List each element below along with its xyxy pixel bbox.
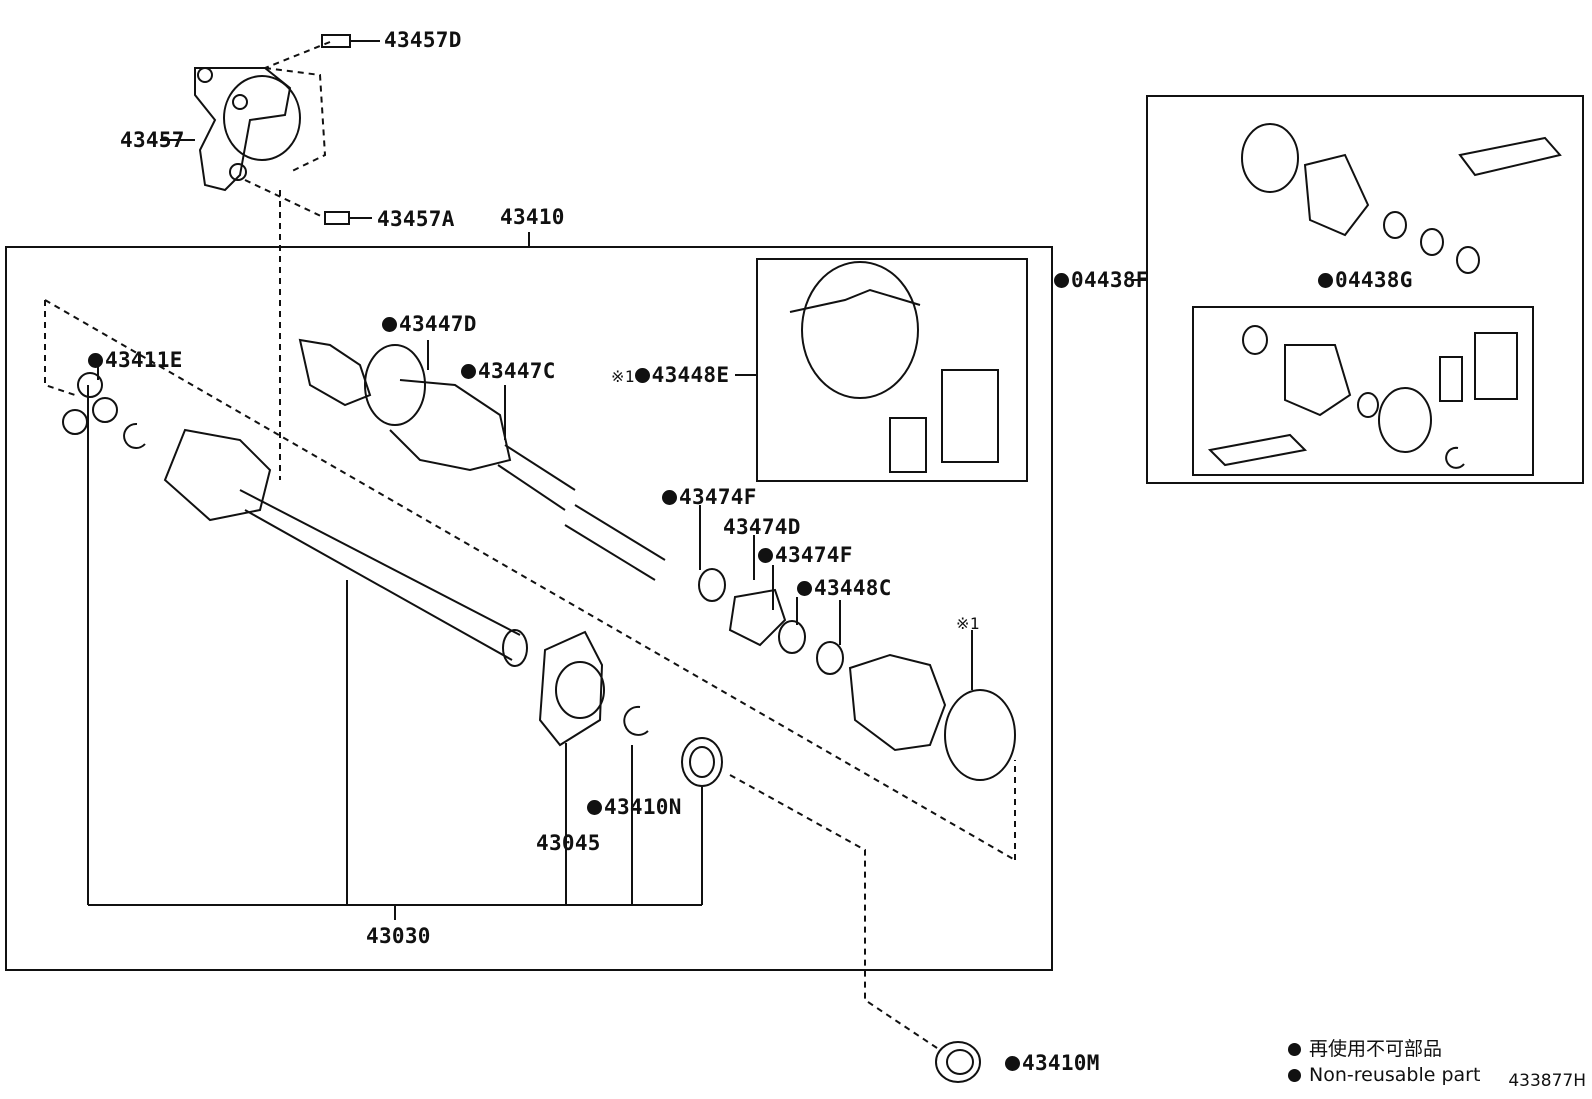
legend-dot	[1288, 1069, 1301, 1082]
label-43457: 43457	[120, 128, 185, 152]
label-43045: 43045	[536, 831, 601, 855]
non-reusable-dot	[634, 368, 650, 383]
label-43030: 43030	[366, 924, 431, 948]
label-43474F-lower: 43474F	[758, 545, 853, 566]
boot-kit-frame-04438G	[1192, 306, 1534, 476]
label-43457D: 43457D	[384, 28, 462, 52]
boot-kit-frame-04438F	[1146, 95, 1584, 484]
label-43457A: 43457A	[377, 207, 455, 231]
non-reusable-dot	[1318, 273, 1333, 288]
label-04438G: 04438G	[1318, 270, 1413, 291]
label-43411E: 43411E	[88, 350, 183, 371]
non-reusable-dot	[461, 364, 476, 379]
legend-en: Non-reusable part	[1288, 1066, 1480, 1085]
non-reusable-dot	[88, 353, 103, 368]
clamp-kit-frame-43448E	[756, 258, 1028, 482]
label-43447D: 43447D	[382, 314, 477, 335]
non-reusable-dot	[1005, 1056, 1020, 1071]
non-reusable-dot	[587, 800, 602, 815]
note-mark-boot: ※1	[956, 614, 980, 633]
legend-dot	[1288, 1043, 1301, 1056]
non-reusable-dot	[662, 490, 677, 505]
label-43410: 43410	[500, 205, 565, 229]
legend-jp: 再使用不可部品	[1288, 1040, 1442, 1059]
non-reusable-dot	[382, 317, 397, 332]
label-43474F-upper: 43474F	[662, 487, 757, 508]
label-43410N: 43410N	[587, 797, 682, 818]
non-reusable-dot	[797, 581, 812, 596]
label-43448C: 43448C	[797, 578, 892, 599]
diagram-code: 433877H	[1508, 1071, 1586, 1091]
non-reusable-dot	[758, 548, 773, 563]
label-04438F: 04438F	[1054, 270, 1149, 291]
label-43410M: 43410M	[1005, 1053, 1100, 1074]
label-43474D: 43474D	[723, 515, 801, 539]
label-43447C: 43447C	[461, 361, 556, 382]
non-reusable-dot	[1054, 273, 1069, 288]
